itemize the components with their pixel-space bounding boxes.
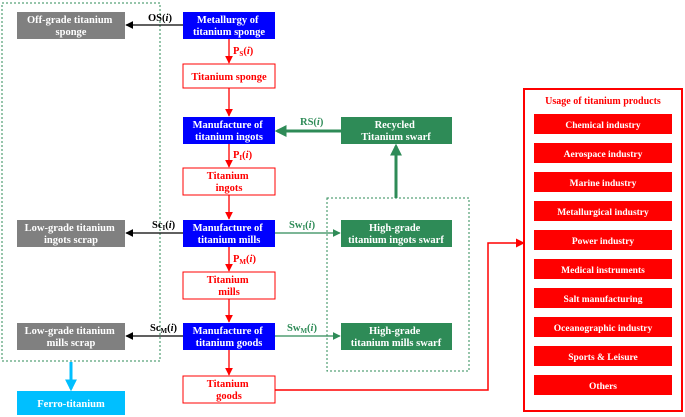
usage-item-box [534,317,672,337]
svg-text:Metallurgy of titanium s: Metallurgy of titanium sponge [193,15,265,38]
usage-item-label: Marine industry [570,179,637,189]
titanium-ingots-node: Titanium ingots [182,167,276,196]
svg-text:Manufacture of titanium: Manufacture of titanium ingots [193,120,266,143]
usage-item: Salt manufacturing [534,288,672,308]
arrow-goods-to-usage [275,238,525,391]
usage-item: Others [534,375,672,395]
highgrade-ingots-swarf-node: High-grade titanium ingots swarf [341,220,452,247]
usage-item-label: Chemical industry [565,121,640,131]
label-swm: SwM(i) [287,323,317,335]
usage-item-box [534,288,672,308]
label-pi: PI(i) [233,150,253,162]
svg-text:Titanium goods: Titanium goods [207,379,251,402]
usage-item: Aerospace industry [534,143,672,163]
svg-text:Titanium ingots: Titanium ingots [207,171,251,194]
lowgrade-mills-scrap-node: Low-grade titanium mills scrap [17,323,125,350]
usage-item-box [534,114,672,134]
ferro-titanium-node: Ferro-titanium [17,391,125,415]
usage-item: Sports & Leisure [534,346,672,366]
titanium-mills-node: Titanium mills [182,271,276,300]
usage-item: Oceanographic industry [534,317,672,337]
usage-item-box [534,375,672,395]
label-pm: PM(i) [233,254,256,266]
recycled-swarf-node: Recycled Titanium swarf [341,117,452,144]
label-rs: RS(i) [300,117,324,128]
svg-text:Ferro-titanium: Ferro-titanium [37,399,105,410]
svg-text:High-grade titanium mill: High-grade titanium mills swarf [351,326,442,349]
usage-item: Power industry [534,230,672,250]
usage-item-label: Sports & Leisure [568,353,638,363]
titanium-goods-node: Titanium goods [182,375,276,404]
usage-item-label: Aerospace industry [564,150,643,160]
label-sci: ScI(i) [152,220,176,232]
svg-text:Off-grade titanium spong: Off-grade titanium sponge [27,15,115,38]
highgrade-mills-swarf-node: High-grade titanium mills swarf [341,323,452,350]
label-ps: PS(i) [233,46,254,58]
usage-panel-title: Usage of titanium products [545,96,661,107]
usage-item-label: Oceanographic industry [554,324,653,334]
svg-text:High-grade titanium ingo: High-grade titanium ingots swarf [348,223,444,246]
usage-item-box [534,143,672,163]
metallurgy-node: Metallurgy of titanium sponge [183,12,275,39]
usage-item-box [534,346,672,366]
usage-item-label: Metallurgical industry [557,208,649,218]
usage-item-box [534,172,672,192]
usage-item-box [534,259,672,279]
usage-item: Chemical industry [534,114,672,134]
usage-item: Metallurgical industry [534,201,672,221]
usage-item-label: Medical instruments [561,266,645,276]
svg-text:Low-grade titanium mills: Low-grade titanium mills scrap [25,326,118,349]
label-scm: ScM(i) [150,323,178,335]
mills-manufacture-node: Manufacture of titanium mills [183,220,275,247]
label-swi: SwI(i) [289,220,316,232]
svg-text:Titanium sponge: Titanium sponge [191,72,267,83]
scrap-region-border [1,2,161,362]
usage-item-box [534,201,672,221]
usage-item-box [534,230,672,250]
usage-item: Medical instruments [534,259,672,279]
usage-panel: Usage of titanium products Chemical indu… [523,88,683,412]
label-os: OS(i) [148,13,172,24]
goods-manufacture-node: Manufacture of titanium goods [183,323,275,350]
svg-text:Manufacture of titanium: Manufacture of titanium goods [193,326,266,349]
svg-text:Recycled Titanium swarf: Recycled Titanium swarf [361,120,431,143]
svg-text:Low-grade titanium ingot: Low-grade titanium ingots scrap [25,223,118,246]
lowgrade-ingots-scrap-node: Low-grade titanium ingots scrap [17,220,125,247]
usage-item-label: Salt manufacturing [564,295,643,305]
swarf-region-border [326,197,470,372]
svg-text:Manufacture of titanium: Manufacture of titanium mills [193,223,266,246]
titanium-sponge-node: Titanium sponge [182,63,276,89]
svg-text:Titanium mills: Titanium mills [207,275,251,298]
usage-item-label: Others [589,382,617,392]
ingots-manufacture-node: Manufacture of titanium ingots [183,117,275,144]
offgrade-sponge-node: Off-grade titanium sponge [17,12,125,39]
usage-item-label: Power industry [572,237,635,247]
usage-item: Marine industry [534,172,672,192]
